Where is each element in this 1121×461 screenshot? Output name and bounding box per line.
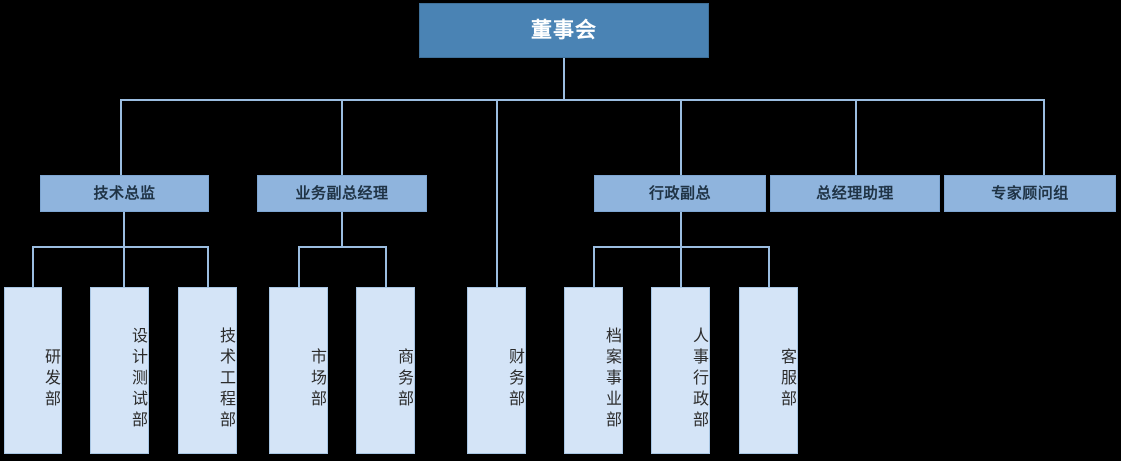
connector-bus-to-business-vp (341, 99, 343, 176)
node-design-test-dept[interactable]: 设计测试部 (90, 287, 149, 454)
connector-bus-to-expert-group (1043, 99, 1045, 176)
connector-admin-to-hr-admin-dept (680, 246, 682, 288)
connector-tech-to-rd-dept (32, 246, 34, 288)
node-commerce-dept[interactable]: 商务部 (356, 287, 415, 454)
connector-admin-vp-stem (680, 211, 682, 248)
node-hr-admin-dept[interactable]: 人事行政部 (651, 287, 710, 454)
connector-bus-to-finance-dept (496, 99, 498, 288)
connector-business-vp-bus (298, 246, 387, 248)
connector-tech-to-engineering-dept (207, 246, 209, 288)
node-customer-service-dept[interactable]: 客服部 (739, 287, 798, 454)
connector-bus-to-gm-assistant (855, 99, 857, 176)
node-engineering-dept[interactable]: 技术工程部 (178, 287, 237, 454)
node-marketing-dept[interactable]: 市场部 (269, 287, 328, 454)
node-archives-dept[interactable]: 档案事业部 (564, 287, 623, 454)
node-admin-vp[interactable]: 行政副总 (594, 175, 766, 212)
connector-tech-director-bus (32, 246, 209, 248)
connector-level1-bus (120, 99, 1045, 101)
connector-business-to-marketing-dept (298, 246, 300, 288)
connector-root-stem (563, 57, 565, 101)
connector-tech-to-design-test-dept (123, 246, 125, 288)
connector-business-vp-stem (341, 211, 343, 248)
node-expert-advisory-group[interactable]: 专家顾问组 (944, 175, 1116, 212)
node-business-vp[interactable]: 业务副总经理 (257, 175, 427, 212)
node-board-of-directors[interactable]: 董事会 (419, 3, 709, 58)
node-finance-dept[interactable]: 财务部 (467, 287, 526, 454)
connector-bus-to-admin-vp (680, 99, 682, 176)
connector-tech-director-stem (123, 211, 125, 248)
connector-admin-to-customer-service-dept (768, 246, 770, 288)
node-tech-director[interactable]: 技术总监 (40, 175, 209, 212)
connector-admin-to-archives-dept (593, 246, 595, 288)
node-gm-assistant[interactable]: 总经理助理 (770, 175, 940, 212)
connector-bus-to-tech-director (120, 99, 122, 176)
node-rd-dept[interactable]: 研发部 (4, 287, 62, 454)
connector-business-to-commerce-dept (385, 246, 387, 288)
